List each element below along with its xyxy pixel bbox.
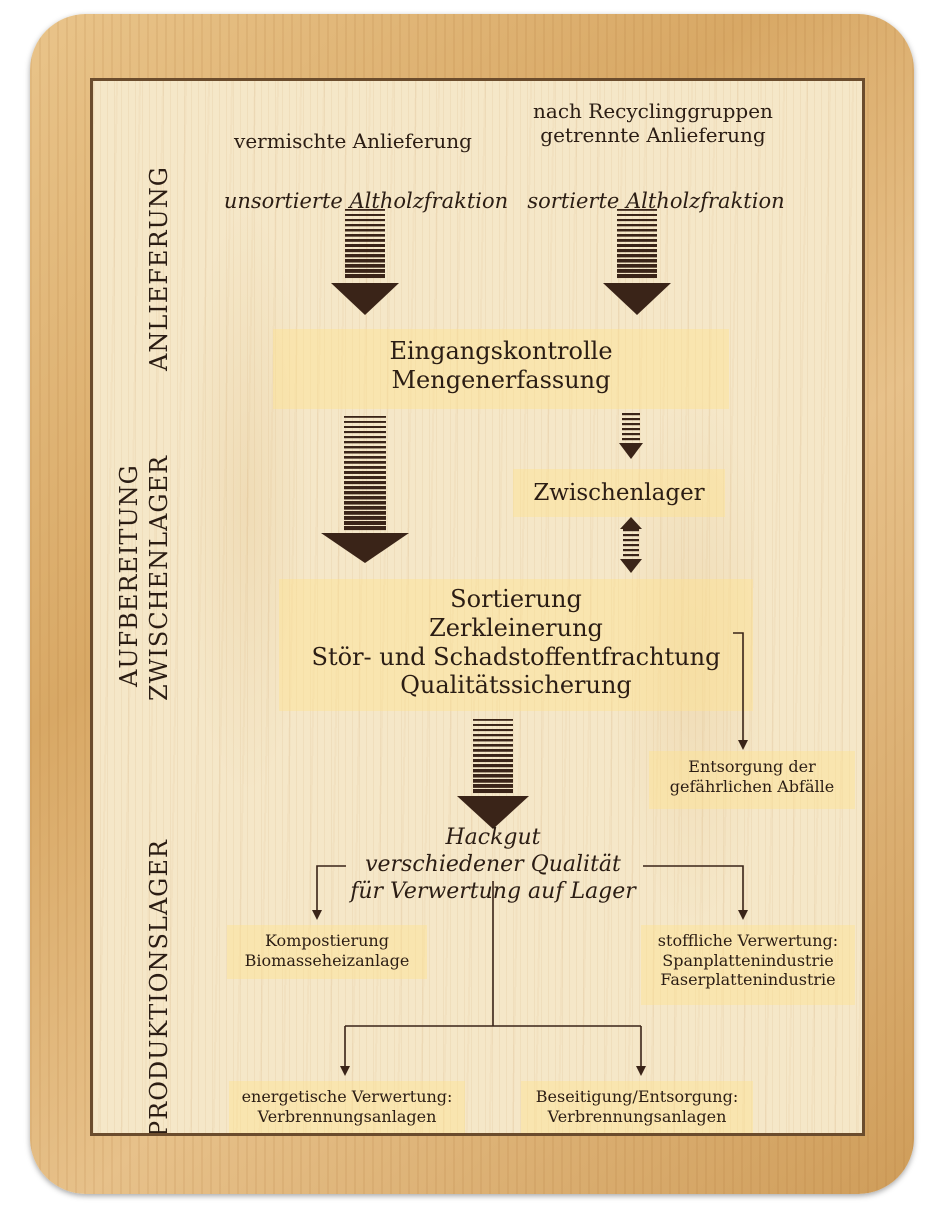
intake-to-processing-arrow [321,416,409,563]
processing-highlight [279,579,753,711]
intake-control-label: Eingangskontrolle Mengenerfassung [389,337,613,395]
storage-processing-double-arrow [620,517,642,573]
striped-arrows [321,209,671,829]
sorted-delivery-label: nach Recyclinggruppen getrennte Anliefer… [533,99,773,148]
processing-label: Sortierung Zerkleinerung Stör- und Schad… [311,585,721,700]
disposal-highlight [521,1081,753,1133]
hazardous-highlight [649,751,855,809]
flow-arrows [312,209,748,1076]
unsorted-arrow [331,209,399,315]
hazardous-waste-label: Entsorgung der gefährlichen Abfälle [669,757,835,796]
processing-to-chips-arrow [457,719,529,829]
disposal-label: Beseitigung/Entsorgung: Verbrennungsanla… [535,1087,739,1126]
interim-storage-highlight [513,469,725,517]
intake-to-processing-arrow-head [321,533,409,563]
intake-to-storage-arrow [619,413,643,459]
flowchart-board: ANLIEFERUNG AUFBEREITUNG ZWISCHENLAGER P… [90,78,865,1136]
intake-to-storage-arrow-head [619,443,643,459]
double-arrow-up-head [620,517,642,529]
interim-storage-label: Zwischenlager [533,480,705,506]
material-recycling-label: stoffliche Verwertung: Spanplattenindust… [657,931,839,990]
sorted-arrow-head [603,283,671,315]
energy-recovery-label: energetische Verwertung: Verbrennungsanl… [241,1087,453,1126]
material-highlight [641,925,855,1005]
mixed-delivery-label: vermischte Anlieferung [234,129,472,153]
material-connector [643,865,748,920]
sorted-arrow [603,209,671,315]
intake-highlight [273,329,729,409]
compost-biomass-label: Kompostierung Biomasseheizanlage [244,931,410,970]
energy-highlight [229,1081,465,1133]
compost-connector [312,865,346,920]
sorted-fraction-label: sortierte Altholzfraktion [527,189,785,213]
connector-lines [312,632,748,1076]
unsorted-arrow-head [331,283,399,315]
hazardous-connector [733,632,748,750]
processing-to-chips-arrow-head [457,796,529,829]
double-arrow-down-head [620,559,642,573]
compost-highlight [227,925,427,979]
wood-chips-label: Hackgut verschiedener Qualität für Verwe… [350,825,636,904]
unsorted-fraction-label: unsortierte Altholzfraktion [223,189,509,213]
